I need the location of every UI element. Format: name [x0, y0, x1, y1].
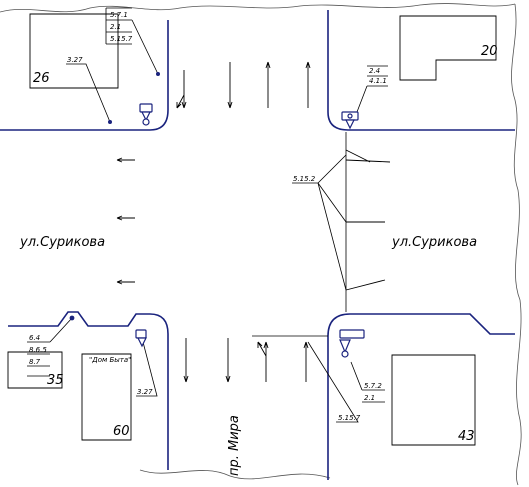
curb-sw: [8, 311, 169, 470]
nw-327-label: 3.27: [67, 56, 83, 64]
arrow-down-3: [183, 338, 189, 383]
ne-label-1: 2.4: [369, 67, 380, 75]
bottom-edge: [139, 469, 331, 480]
signs-5152: [345, 149, 391, 291]
traffic-light-se: [339, 329, 365, 358]
street-label-left: ул.Сурикова: [19, 235, 105, 250]
arrow-west-2: [116, 215, 135, 221]
building-60: [81, 353, 132, 441]
nw-sign-dot: [156, 72, 160, 76]
arrow-west-3: [116, 279, 135, 285]
building-35: [7, 351, 63, 389]
building-60-label: 60: [113, 424, 130, 439]
arrow-up-3: [257, 341, 269, 382]
building-26-label: 26: [33, 71, 50, 86]
curb-ne: [327, 10, 515, 131]
nw-label-3: 5.15.7: [110, 35, 133, 43]
sw-label-2: 8.6.5: [29, 346, 47, 354]
sw-label-3: 8.7: [29, 358, 41, 366]
street-label-right: ул.Сурикова: [391, 235, 477, 250]
arrow-up-2: [305, 61, 311, 108]
s-5157-label: 5.15.7: [338, 414, 361, 422]
building-20-label: 20: [481, 44, 498, 59]
arrow-west-1: [116, 157, 135, 163]
nw-327-dot: [108, 120, 112, 124]
westbound-arrows: [116, 157, 135, 285]
nw-label-1: 5.7.1: [110, 11, 128, 19]
callout-ne: 2.4 4.1.1: [356, 65, 388, 113]
north-lane-arrows: [176, 61, 311, 109]
top-edge: [0, 3, 516, 13]
se-label-2: 2.1: [364, 394, 375, 402]
traffic-light-nw: [139, 103, 153, 126]
right-edge: [511, 3, 522, 486]
arrow-up-1: [265, 61, 271, 108]
callout-sw: 6.4 8.6.5 8.7 3.27: [27, 315, 158, 397]
building-20: [399, 15, 497, 81]
curb-nw: [0, 20, 169, 131]
traffic-light-sw: [135, 329, 147, 348]
sw-327-label: 3.27: [137, 388, 153, 396]
curb-se: [327, 313, 515, 480]
callout-nw: 5.7.1 2.1 5.15.7 3.27: [66, 7, 160, 124]
callout-5152-label: 5.15.2: [293, 175, 316, 183]
building-26: [29, 13, 119, 89]
traffic-light-ne: [341, 111, 359, 130]
arrow-up-4: [303, 341, 309, 382]
sw-sign-dot: [69, 315, 75, 321]
callout-5152: 5.15.2: [292, 154, 347, 291]
building-43: [391, 354, 476, 446]
nw-label-2: 2.1: [110, 23, 121, 31]
arrow-down-1: [176, 70, 187, 109]
callout-se: 5.7.2 2.1 5.15.7: [307, 341, 385, 423]
ne-label-2: 4.1.1: [369, 77, 387, 85]
building-35-label: 35: [47, 373, 64, 388]
sw-label-1: 6.4: [29, 334, 40, 342]
street-label-vertical: пр. Мира: [227, 415, 242, 476]
arrow-down-4: [225, 338, 231, 383]
se-label-1: 5.7.2: [364, 382, 382, 390]
building-60-sign: "Дом Быта": [89, 356, 131, 364]
arrow-down-2: [227, 62, 233, 109]
building-43-label: 43: [458, 429, 475, 444]
south-lane-arrows: [183, 338, 309, 383]
